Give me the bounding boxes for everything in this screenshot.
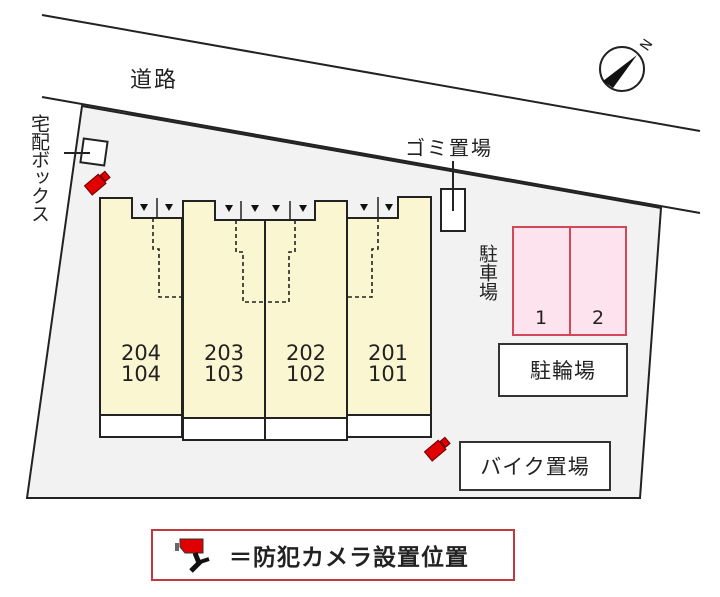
- unit-lower: 102: [285, 362, 327, 386]
- unit-upper: 203: [203, 341, 245, 365]
- unit-label-204-104: 204 104: [100, 343, 182, 385]
- unit-upper: 201: [367, 341, 409, 365]
- bicycle-parking: 駐輪場: [498, 343, 628, 397]
- delivery-box-label: 宅配ボックス: [28, 114, 50, 222]
- unit-label-203-103: 203 103: [183, 343, 265, 385]
- bicycle-parking-label: 駐輪場: [530, 359, 596, 383]
- road-label: 道路: [130, 68, 179, 93]
- svg-text:N: N: [637, 36, 656, 54]
- car-parking: [512, 226, 627, 336]
- interior-stairs: [152, 218, 379, 303]
- delivery-box: [64, 137, 109, 167]
- garbage-station: [440, 161, 466, 232]
- unit-lower: 101: [367, 362, 409, 386]
- entrance-arrows: [140, 197, 393, 220]
- building: [99, 196, 432, 441]
- security-camera-icon: [175, 538, 210, 573]
- motorbike-parking: バイク置場: [459, 441, 611, 491]
- unit-upper: 202: [285, 341, 327, 365]
- parking-label: 駐車場: [476, 244, 498, 301]
- unit-lower: 103: [203, 362, 245, 386]
- road-edge-south: [41, 96, 701, 214]
- security-camera-icon: [423, 436, 451, 462]
- parking-space-2: 2: [591, 307, 605, 329]
- unit-label-201-101: 201 101: [347, 343, 429, 385]
- unit-lower: 104: [120, 362, 162, 386]
- unit-label-202-102: 202 102: [265, 343, 347, 385]
- motorbike-parking-label: バイク置場: [480, 455, 590, 479]
- garbage-label: ゴミ置場: [405, 136, 493, 160]
- unit-upper: 204: [120, 341, 162, 365]
- compass-icon: N: [599, 36, 656, 92]
- legend: ＝防犯カメラ設置位置: [151, 529, 515, 581]
- security-camera-icon: [83, 170, 111, 196]
- parking-space-1: 1: [534, 307, 548, 329]
- legend-text: ＝防犯カメラ設置位置: [229, 545, 469, 571]
- road-edge-north: [41, 14, 701, 132]
